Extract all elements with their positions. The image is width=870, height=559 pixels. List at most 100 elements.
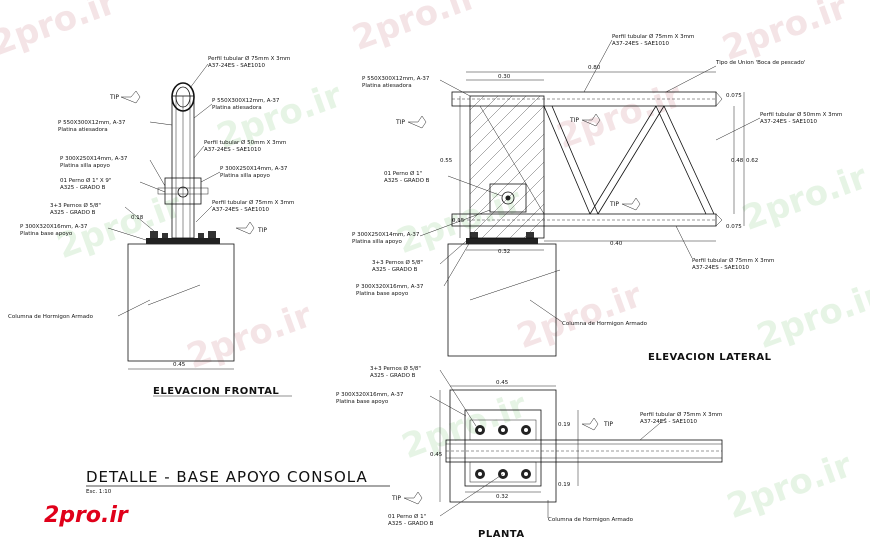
plan-view: 0.45 0.45 0.32 0.19 0.19 TIP TIP 3+3 Per… bbox=[336, 365, 723, 540]
annotation: Platina atiesadora bbox=[212, 105, 262, 111]
dimension-text: 0.075 bbox=[726, 224, 742, 230]
tip-label: TIP bbox=[257, 227, 267, 234]
concrete-column-plan bbox=[449, 389, 557, 503]
lateral-elevation: 0.80 0.30 0.075 0.075 0.48 0.62 0.55 0.1… bbox=[352, 33, 842, 363]
dimension-text: 0.45 bbox=[173, 362, 186, 368]
dimension-text: 0.45 bbox=[430, 452, 443, 458]
annotation: Platina silla apoyo bbox=[352, 239, 403, 245]
drawing-scale: Esc. 1:10 bbox=[86, 489, 112, 495]
annotation: P 550X300X12mm, A-37 bbox=[212, 98, 280, 104]
base-plate bbox=[146, 238, 220, 244]
annotation: Platina base apoyo bbox=[20, 231, 73, 237]
annotation: A325 - GRADO B bbox=[370, 373, 416, 379]
annotation: 3+3 Pernos Ø 5/8" bbox=[50, 202, 101, 209]
annotation: A37-24ES - SAE1010 bbox=[208, 63, 266, 69]
tip-label: TIP bbox=[603, 421, 613, 428]
annotation: P 550X300X12mm, A-37 bbox=[362, 76, 430, 82]
annotation: A37-24ES - SAE1010 bbox=[760, 119, 818, 125]
saddle-plate bbox=[489, 183, 527, 213]
annotation: A325 - GRADO B bbox=[50, 210, 96, 216]
annotation: Platina silla apoyo bbox=[60, 163, 111, 169]
annotation: A37-24ES - SAE1010 bbox=[640, 419, 698, 425]
annotation: A37-24ES - SAE1010 bbox=[692, 265, 750, 271]
watermark-text: 2pro.ir bbox=[717, 0, 853, 69]
dimension-text: 0.075 bbox=[726, 93, 742, 99]
dimension-text: 0.18 bbox=[131, 215, 144, 221]
annotation: Tipo de Union 'Boca de pescado' bbox=[715, 60, 806, 66]
dimension-text: 0.80 bbox=[588, 65, 601, 71]
base-plate bbox=[466, 238, 538, 244]
truss-diagonal bbox=[655, 105, 715, 215]
dimension-text: 0.30 bbox=[498, 74, 511, 80]
watermark-text: 2pro.ir bbox=[737, 157, 870, 239]
tube-section bbox=[171, 82, 195, 112]
tip-label: TIP bbox=[395, 119, 405, 126]
view-title-planta: PLANTA bbox=[478, 529, 525, 540]
dimension-text: 0.15 bbox=[452, 218, 465, 224]
dimension-text: 0.32 bbox=[498, 249, 510, 255]
annotation: Perfil tubular Ø 75mm X 3mm bbox=[640, 411, 722, 418]
site-logo[interactable]: 2pro.ir bbox=[44, 503, 129, 528]
watermark-text: 2pro.ir bbox=[347, 0, 483, 59]
annotation: Platina atiesadora bbox=[362, 83, 412, 89]
view-title-lateral: ELEVACION LATERAL bbox=[648, 352, 772, 363]
annotation: 01 Perno Ø 1" bbox=[388, 513, 426, 520]
annotation: Platina base apoyo bbox=[356, 291, 409, 297]
annotation: Perfil tubular Ø 50mm X 3mm bbox=[760, 111, 842, 118]
tip-label: TIP bbox=[109, 94, 119, 101]
tip-label: TIP bbox=[391, 495, 401, 502]
dimension-text: 0.19 bbox=[558, 482, 571, 488]
annotation: 01 Perno Ø 1" X 9" bbox=[60, 177, 111, 184]
watermark-text: 2pro.ir bbox=[0, 0, 122, 64]
drawing-title-block: DETALLE - BASE APOYO CONSOLA Esc. 1:10 bbox=[86, 468, 390, 495]
annotation: A37-24ES - SAE1010 bbox=[612, 41, 670, 47]
annotation: A37-24ES - SAE1010 bbox=[204, 147, 262, 153]
stiffener-plate bbox=[469, 95, 545, 239]
truss-diagonal bbox=[589, 105, 665, 215]
annotation: P 300X320X16mm, A-37 bbox=[20, 224, 88, 230]
annotation: Platina base apoyo bbox=[336, 399, 389, 405]
watermark-text: 2pro.ir bbox=[512, 275, 648, 357]
annotation: Perfil tubular Ø 75mm X 3mm bbox=[612, 33, 694, 40]
dimension-text: 0.55 bbox=[440, 158, 453, 164]
annotation: Perfil tubular Ø 75mm X 3mm bbox=[208, 55, 290, 62]
dimension-text: 0.32 bbox=[496, 494, 508, 500]
annotation: Columna de Hormigon Armado bbox=[562, 321, 648, 327]
annotation: P 550X300X12mm, A-37 bbox=[58, 120, 126, 126]
annotation: Perfil tubular Ø 50mm X 3mm bbox=[204, 139, 286, 146]
view-title-frontal: ELEVACION FRONTAL bbox=[153, 386, 279, 397]
annotation: Perfil tubular Ø 75mm X 3mm bbox=[212, 199, 294, 206]
watermark-text: 2pro.ir bbox=[397, 385, 533, 467]
watermark-text: 2pro.ir bbox=[182, 295, 318, 377]
annotation: P 300X250X14mm, A-37 bbox=[220, 166, 288, 172]
dimension-text: 0.48 bbox=[731, 158, 744, 164]
annotation: A37-24ES - SAE1010 bbox=[212, 207, 270, 213]
dimension-text: 0.62 bbox=[746, 158, 758, 164]
annotation: A325 - GRADO B bbox=[372, 267, 418, 273]
annotation: P 300X250X14mm, A-37 bbox=[352, 232, 420, 238]
annotation: Perfil tubular Ø 75mm X 3mm bbox=[692, 257, 774, 264]
tip-label: TIP bbox=[569, 117, 579, 124]
annotation: Platina silla apoyo bbox=[220, 173, 271, 179]
watermark-text: 2pro.ir bbox=[752, 275, 870, 357]
annotation: Platina atiesadora bbox=[58, 127, 108, 133]
annotation: Columna de Hormigon Armado bbox=[8, 314, 94, 320]
truss-diagonal bbox=[543, 105, 599, 215]
annotation: P 300X320X16mm, A-37 bbox=[336, 392, 404, 398]
dimension-text: 0.40 bbox=[610, 241, 623, 247]
annotation: A325 - GRADO B bbox=[388, 521, 434, 527]
annotation: P 300X250X14mm, A-37 bbox=[60, 156, 128, 162]
annotation: Columna de Hormigon Armado bbox=[548, 517, 634, 523]
bolts-plan bbox=[475, 425, 531, 479]
drawing-title: DETALLE - BASE APOYO CONSOLA bbox=[86, 468, 368, 486]
annotation: 01 Perno Ø 1" bbox=[384, 170, 422, 177]
annotation: A325 - GRADO B bbox=[60, 185, 106, 191]
tip-label: TIP bbox=[609, 201, 619, 208]
base-plate-plan bbox=[464, 409, 542, 487]
frontal-elevation: TIP TIP 0.45 0.18 Perfil tubular Ø 75mm … bbox=[8, 55, 294, 397]
annotation: 3+3 Pernos Ø 5/8" bbox=[372, 259, 423, 266]
annotation: A325 - GRADO B bbox=[384, 178, 430, 184]
dimension-text: 0.19 bbox=[558, 422, 571, 428]
annotation: 3+3 Pernos Ø 5/8" bbox=[370, 365, 421, 372]
dimension-text: 0.45 bbox=[496, 380, 509, 386]
